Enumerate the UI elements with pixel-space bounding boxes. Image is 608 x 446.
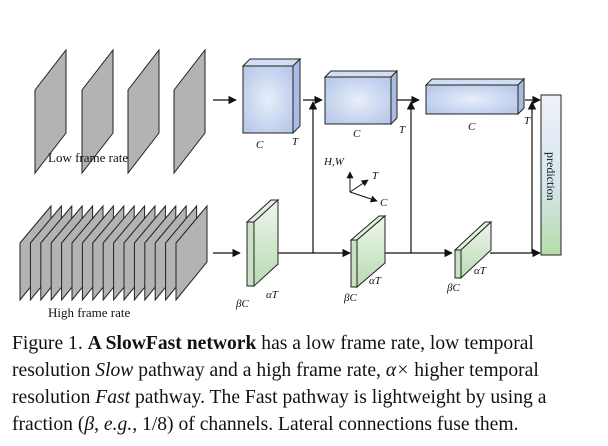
slow-input-frame xyxy=(173,48,206,175)
low-frame-rate-label: Low frame rate xyxy=(48,150,128,165)
high-frame-rate-frames xyxy=(19,204,208,302)
fast-block-1 xyxy=(245,198,280,288)
caption-alpha: α× xyxy=(385,360,410,381)
prediction-label: prediction xyxy=(544,152,558,201)
fast2-alphat-label: αT xyxy=(369,275,382,287)
fast1-alphat-label: αT xyxy=(266,289,279,301)
slow-input-frame xyxy=(34,48,67,175)
caption-text-1: has a low frame rate, low temporal resol… xyxy=(12,333,534,381)
caption-title: A SlowFast network xyxy=(87,333,257,354)
caption-beta: β xyxy=(84,414,95,435)
fast-block-2 xyxy=(349,214,387,289)
caption-slow: Slow xyxy=(95,360,134,381)
caption-fig-label: Figure 1. xyxy=(12,333,83,354)
caption-eg: e.g. xyxy=(103,414,133,435)
slow3-t-label: T xyxy=(524,115,531,127)
axis-indicator xyxy=(346,171,378,203)
slow2-c-label: C xyxy=(353,128,361,140)
figure-caption: Figure 1. A SlowFast network has a low f… xyxy=(12,333,547,435)
caption-text-3: higher temporal resolution xyxy=(12,360,539,408)
fast1-betac-label: βC xyxy=(235,298,249,310)
fast-block-3 xyxy=(453,220,493,280)
axis-t-label: T xyxy=(372,170,379,182)
slowfast-diagram: Low frame rate High frame rate C T C T C… xyxy=(19,48,562,320)
fast3-alphat-label: αT xyxy=(474,265,487,277)
fast3-betac-label: βC xyxy=(446,282,460,294)
caption-text-4: pathway. The Fast pathway is lightweight… xyxy=(12,387,547,435)
axis-hw-label: H,W xyxy=(323,156,345,168)
slow-block-1 xyxy=(241,57,302,135)
caption-fast: Fast xyxy=(95,387,131,408)
low-frame-rate-frames xyxy=(34,48,206,175)
high-frame-rate-label: High frame rate xyxy=(48,305,131,320)
slow-block-3 xyxy=(424,77,526,116)
axis-c-label: C xyxy=(380,197,388,209)
slow1-t-label: T xyxy=(292,136,299,148)
slow-input-frame xyxy=(81,48,114,175)
slow2-t-label: T xyxy=(399,124,406,136)
slow-block-2 xyxy=(323,69,399,126)
fast-input-frame xyxy=(175,204,208,302)
fast2-betac-label: βC xyxy=(343,292,357,304)
slow1-c-label: C xyxy=(256,139,264,151)
prediction-bar xyxy=(540,94,562,256)
slow3-c-label: C xyxy=(468,121,476,133)
caption-text-5: , 1/8) of channels. Lateral connections … xyxy=(132,414,519,435)
slow-input-frame xyxy=(127,48,160,175)
caption-text-2: pathway and a high frame rate, xyxy=(133,360,386,381)
